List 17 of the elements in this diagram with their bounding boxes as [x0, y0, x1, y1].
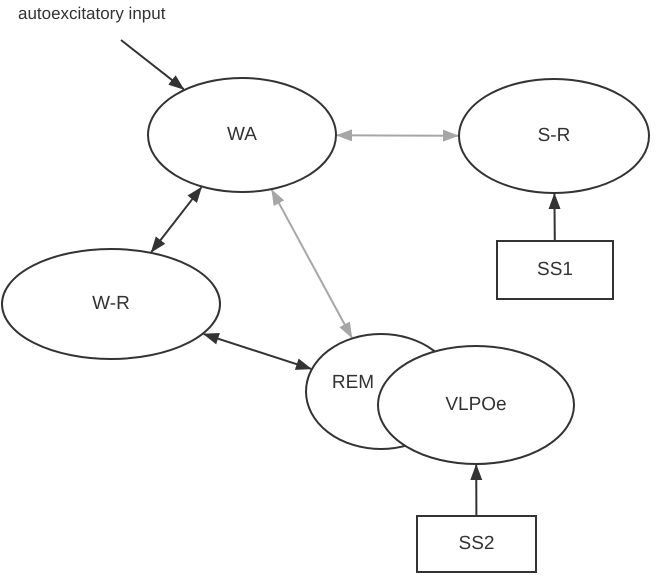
node-label: SS2: [458, 532, 494, 556]
node-label: WA: [227, 122, 257, 147]
node-label: REM: [332, 370, 374, 395]
arrow: [120, 39, 184, 90]
arrow: [548, 193, 561, 240]
arrow: [270, 189, 353, 338]
input-label: autoexcitatory input: [18, 2, 166, 26]
rectangle-node: [416, 515, 537, 573]
arrow: [202, 333, 312, 370]
node-label: S-R: [538, 124, 570, 148]
node-label: SS1: [537, 258, 573, 282]
node-label: W-R: [92, 292, 130, 316]
rectangle-node: [496, 240, 614, 300]
arrow: [150, 186, 202, 253]
arrow: [336, 129, 459, 142]
node-label: VLPOe: [445, 392, 507, 417]
arrow: [470, 464, 482, 515]
